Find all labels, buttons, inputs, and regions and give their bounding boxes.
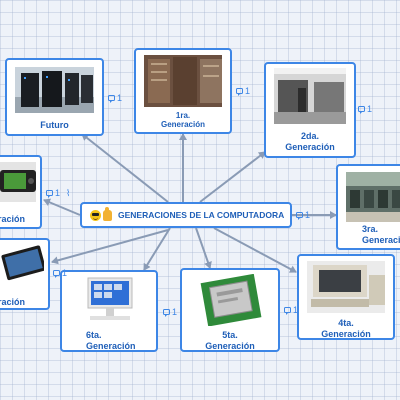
node-gen4[interactable]: 4ta. Generación [297, 254, 395, 340]
connector-gen7 [43, 198, 81, 216]
comment-icon [358, 106, 365, 114]
thumbs-up-icon [103, 206, 112, 221]
node-label-line: 6ta. [86, 330, 102, 340]
comment-icon [236, 88, 243, 96]
comment-badge-gen3[interactable]: 1 [296, 210, 310, 220]
connector-gen8 [51, 229, 169, 265]
comment-icon [108, 95, 115, 103]
node-label-line: 3ra. [362, 224, 379, 234]
comment-badge-futuro[interactable]: 1 [108, 93, 122, 103]
node-label: ración [0, 297, 26, 307]
node-futuro[interactable]: Futuro [5, 58, 104, 136]
node-label: ración [0, 214, 26, 224]
comment-count: 1 [293, 305, 299, 315]
connector-gen6 [143, 227, 171, 271]
comment-count: 1 [117, 93, 123, 103]
comment-count: 1 [245, 86, 251, 96]
node-label: Futuro [40, 120, 69, 130]
connector-gen4 [213, 227, 297, 273]
comment-count: 1 [55, 188, 61, 198]
node-gen6[interactable]: 6ta. Generación [60, 270, 158, 352]
connector-gen5 [195, 227, 212, 269]
node-label-line: 2da. [300, 131, 319, 141]
supercomputer-image [15, 67, 94, 113]
node-label-line: Generación [160, 120, 205, 129]
central-topic-title: GENERACIONES DE LA COMPUTADORA [118, 210, 285, 220]
connector-futuro [81, 133, 169, 203]
first-gen-computer-image [144, 55, 222, 107]
node-label-line: Generación [86, 341, 136, 351]
attachment-icon: ⌇ [66, 188, 71, 198]
node-gen3[interactable]: 3ra. Generación [336, 164, 400, 250]
microprocessor-image [190, 274, 270, 326]
comment-badge-gen2[interactable]: 1 [358, 104, 372, 114]
comment-count: 1 [62, 268, 68, 278]
node-gen7[interactable]: ración [0, 155, 42, 229]
comment-badge-gen6[interactable]: 1 [53, 268, 67, 278]
node-label-line: Generación [205, 341, 255, 351]
cool-face-icon [90, 209, 101, 221]
comment-count: 1 [367, 104, 373, 114]
node-gen1[interactable]: 1ra. Generación [134, 48, 232, 134]
comment-icon [284, 307, 291, 315]
node-label-line: Generación [362, 235, 400, 245]
tablet-image [0, 244, 44, 284]
node-label-line: 4ta. [338, 318, 354, 328]
comment-icon [163, 309, 170, 317]
comment-count: 1 [305, 210, 311, 220]
node-label-line: Generación [285, 142, 335, 152]
central-topic-node[interactable]: GENERACIONES DE LA COMPUTADORA [80, 202, 292, 228]
comment-icon [296, 212, 303, 220]
comment-badge-gen1[interactable]: 1 [236, 86, 250, 96]
comment-icon [53, 270, 60, 278]
comment-count: 1 [172, 307, 178, 317]
third-gen-computer-image [346, 172, 400, 222]
node-label-line: Generación [321, 329, 371, 339]
all-in-one-pc-image [70, 276, 148, 326]
comment-badge-gen4[interactable]: 1 [284, 305, 298, 315]
node-gen5[interactable]: 5ta. Generación [180, 268, 280, 352]
fourth-gen-computer-image [307, 261, 385, 313]
node-gen2[interactable]: 2da. Generación [264, 62, 356, 158]
comment-badge-gen5[interactable]: 1 [163, 307, 177, 317]
second-gen-computer-image [274, 68, 346, 124]
node-label-line: 5ta. [222, 330, 238, 340]
handheld-device-image [0, 162, 36, 202]
node-label-line: 1ra. [175, 111, 191, 120]
comment-badge-gen7[interactable]: 1 ⌇ [46, 188, 70, 198]
connector-gen2 [199, 151, 266, 203]
comment-icon [46, 190, 53, 198]
node-gen8[interactable]: ración [0, 238, 50, 310]
